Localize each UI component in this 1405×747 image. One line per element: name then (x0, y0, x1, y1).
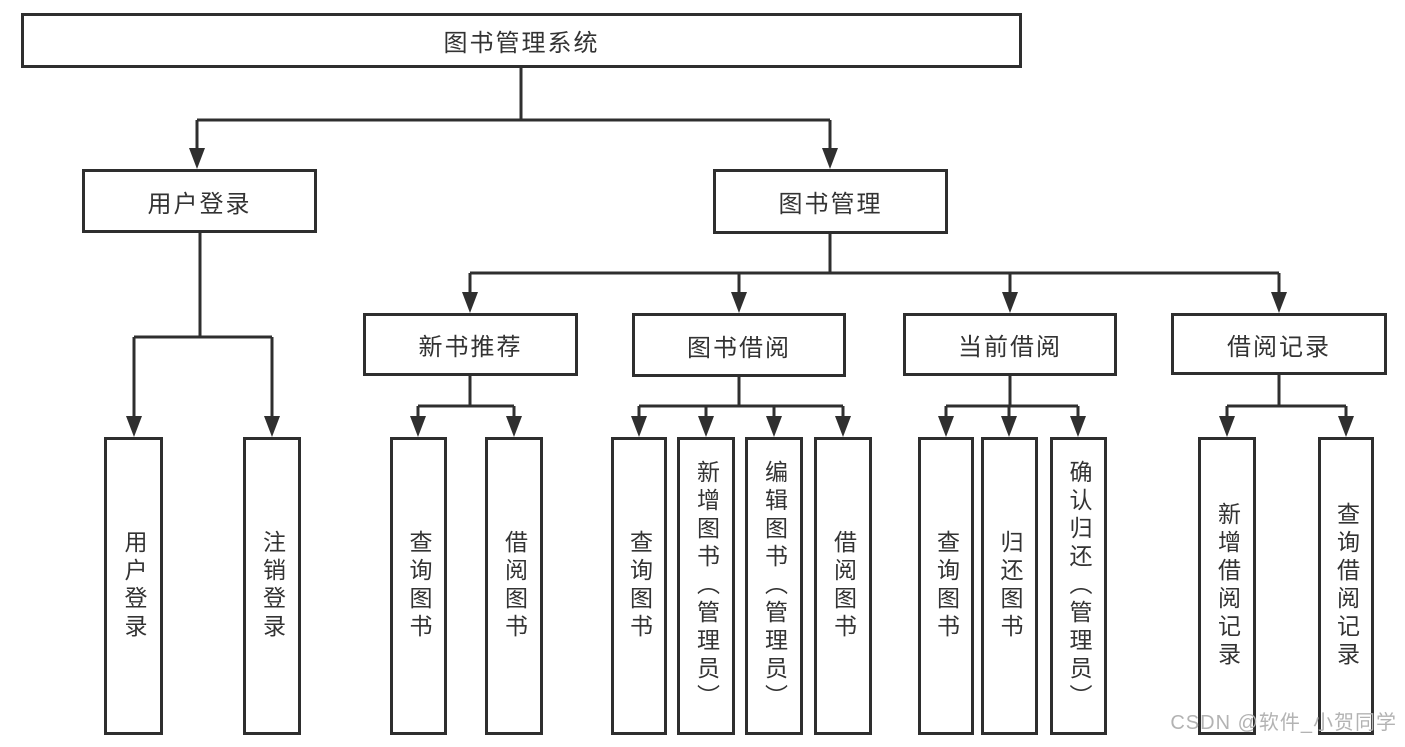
node-book-borrow: 图书借阅 (632, 313, 846, 377)
node-user-login: 用户登录 (82, 169, 317, 233)
node-new-book-recommend: 新书推荐 (363, 313, 578, 376)
leaf-query-books-current: 查询图书 (918, 437, 974, 735)
leaf-query-borrow-record: 查询借阅记录 (1318, 437, 1374, 735)
leaf-query-books-recommend: 查询图书 (390, 437, 447, 735)
node-root-system: 图书管理系统 (21, 13, 1022, 68)
leaf-query-books-borrow: 查询图书 (611, 437, 667, 735)
leaf-confirm-return-admin: 确认归还（管理员） (1050, 437, 1107, 735)
node-borrow-records: 借阅记录 (1171, 313, 1387, 375)
leaf-borrow-books: 借阅图书 (814, 437, 872, 735)
leaf-logout: 注销登录 (243, 437, 301, 735)
csdn-watermark: CSDN @软件_小贺同学 (1170, 712, 1397, 734)
leaf-add-borrow-record: 新增借阅记录 (1198, 437, 1256, 735)
node-book-management: 图书管理 (713, 169, 948, 234)
leaf-return-books: 归还图书 (981, 437, 1038, 735)
leaf-borrow-books-recommend: 借阅图书 (485, 437, 543, 735)
node-current-borrow: 当前借阅 (903, 313, 1117, 376)
leaf-edit-books-admin: 编辑图书（管理员） (745, 437, 803, 735)
leaf-user-login: 用户登录 (104, 437, 163, 735)
leaf-add-books-admin: 新增图书（管理员） (677, 437, 735, 735)
